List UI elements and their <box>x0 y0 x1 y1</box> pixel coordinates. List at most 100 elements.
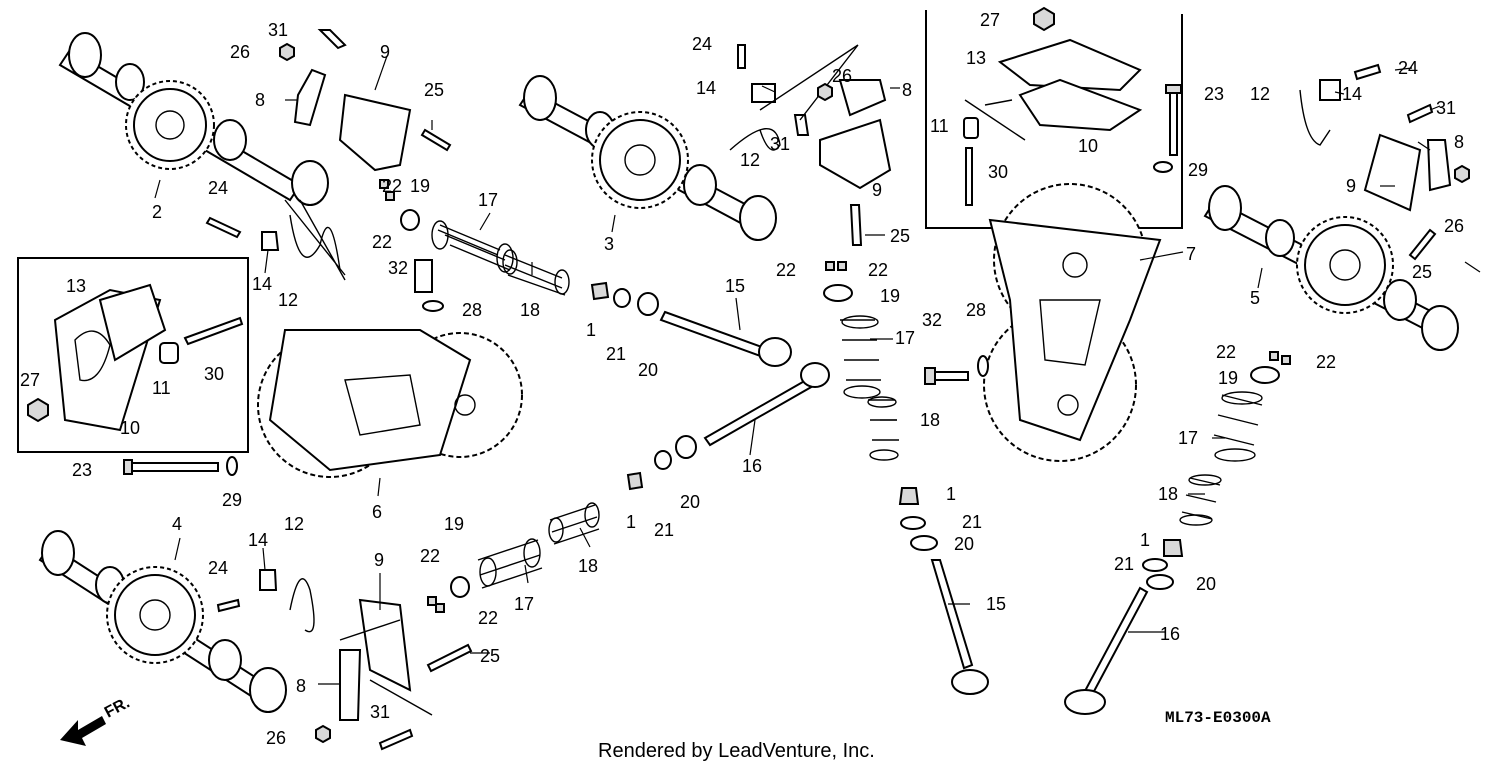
spring-17-a <box>431 220 514 273</box>
callout-25: 25 <box>480 646 500 666</box>
callout-14: 14 <box>1342 84 1362 104</box>
callout-29: 29 <box>222 490 242 510</box>
callout-9: 9 <box>374 550 384 570</box>
callout-4: 4 <box>172 514 182 534</box>
front-direction-arrow: FR. <box>60 694 133 746</box>
callout-19: 19 <box>880 286 900 306</box>
callout-28: 28 <box>966 300 986 320</box>
callout-15: 15 <box>986 594 1006 614</box>
callout-26: 26 <box>1444 216 1464 236</box>
callout-20: 20 <box>680 492 700 512</box>
callout-21: 21 <box>654 520 674 540</box>
callout-1: 1 <box>586 320 596 340</box>
callout-25: 25 <box>890 226 910 246</box>
callout-26: 26 <box>832 66 852 86</box>
bolts <box>123 29 1434 751</box>
callout-29: 29 <box>1188 160 1208 180</box>
valve-16-upper <box>703 362 830 447</box>
callout-22: 22 <box>1316 352 1336 372</box>
callout-8: 8 <box>255 90 265 110</box>
inset-frame-left <box>17 257 249 453</box>
callout-9: 9 <box>380 42 390 62</box>
callout-17: 17 <box>1178 428 1198 448</box>
studs <box>420 128 1437 673</box>
spring-17-d <box>1213 391 1263 462</box>
callout-14: 14 <box>696 78 716 98</box>
callout-18: 18 <box>920 410 940 430</box>
callout-24: 24 <box>692 34 712 54</box>
callout-25: 25 <box>424 80 444 100</box>
callout-23: 23 <box>1204 84 1224 104</box>
valve-15-upper <box>659 310 792 367</box>
callout-32: 32 <box>388 258 408 278</box>
callout-16: 16 <box>1160 624 1180 644</box>
callout-25: 25 <box>1412 262 1432 282</box>
footer-credit: Rendered by LeadVenture, Inc. <box>598 740 875 762</box>
callout-8: 8 <box>296 676 306 696</box>
callout-22: 22 <box>868 260 888 280</box>
callout-6: 6 <box>372 502 382 522</box>
inset-top-right-parts <box>963 6 1143 206</box>
spring-18-b <box>867 396 899 461</box>
callout-12: 12 <box>284 514 304 534</box>
camshaft-4 <box>38 530 287 713</box>
callout-12: 12 <box>740 150 760 170</box>
callout-10: 10 <box>120 418 140 438</box>
callout-21: 21 <box>606 344 626 364</box>
rocker-parts <box>259 44 1452 721</box>
callout-18: 18 <box>520 300 540 320</box>
callout-22: 22 <box>478 608 498 628</box>
callout-11: 11 <box>152 378 171 398</box>
callout-1: 1 <box>946 484 956 504</box>
callout-1: 1 <box>626 512 636 532</box>
callout-22: 22 <box>382 176 402 196</box>
callout-22: 22 <box>776 260 796 280</box>
callout-20: 20 <box>1196 574 1216 594</box>
callout-12: 12 <box>1250 84 1270 104</box>
valve-15-lower <box>930 559 989 695</box>
callout-9: 9 <box>1346 176 1356 196</box>
callout-8: 8 <box>1454 132 1464 152</box>
callout-24: 24 <box>208 178 228 198</box>
callout-30: 30 <box>988 162 1008 182</box>
callout-labels: 31 26 9 8 25 2 24 22 19 22 17 14 12 32 2… <box>20 10 1464 748</box>
callout-14: 14 <box>252 274 272 294</box>
callout-24: 24 <box>208 558 228 578</box>
spring-18-a <box>502 249 570 296</box>
callout-3: 3 <box>604 234 614 254</box>
camshaft-3 <box>518 75 777 241</box>
small-parts <box>226 161 1291 613</box>
callout-13: 13 <box>966 48 986 68</box>
callout-21: 21 <box>1114 554 1134 574</box>
callout-20: 20 <box>638 360 658 380</box>
front-label: FR. <box>102 694 133 721</box>
callout-31: 31 <box>1436 98 1456 118</box>
nuts <box>279 42 1470 744</box>
callout-26: 26 <box>266 728 286 748</box>
callout-32: 32 <box>922 310 942 330</box>
callout-27: 27 <box>980 10 1000 30</box>
camshaft-2 <box>58 32 329 206</box>
callout-30: 30 <box>204 364 224 384</box>
callout-5: 5 <box>1250 288 1260 308</box>
callout-17: 17 <box>478 190 498 210</box>
callout-31: 31 <box>268 20 288 40</box>
camshaft-5 <box>1203 185 1459 351</box>
callout-23: 23 <box>72 460 92 480</box>
spring-18-c <box>548 502 600 545</box>
callout-18: 18 <box>1158 484 1178 504</box>
inset-left-parts <box>27 283 244 432</box>
callout-17: 17 <box>895 328 915 348</box>
callout-24: 24 <box>1398 58 1418 78</box>
callout-7: 7 <box>1186 244 1196 264</box>
spring-17-c <box>477 538 543 589</box>
callout-28: 28 <box>462 300 482 320</box>
callout-13: 13 <box>66 276 86 296</box>
callout-10: 10 <box>1078 136 1098 156</box>
callout-22: 22 <box>1216 342 1236 362</box>
callout-17: 17 <box>514 594 534 614</box>
spring-17-b <box>840 315 881 399</box>
callout-16: 16 <box>742 456 762 476</box>
callout-21: 21 <box>962 512 982 532</box>
spring-18-d <box>1179 474 1222 526</box>
